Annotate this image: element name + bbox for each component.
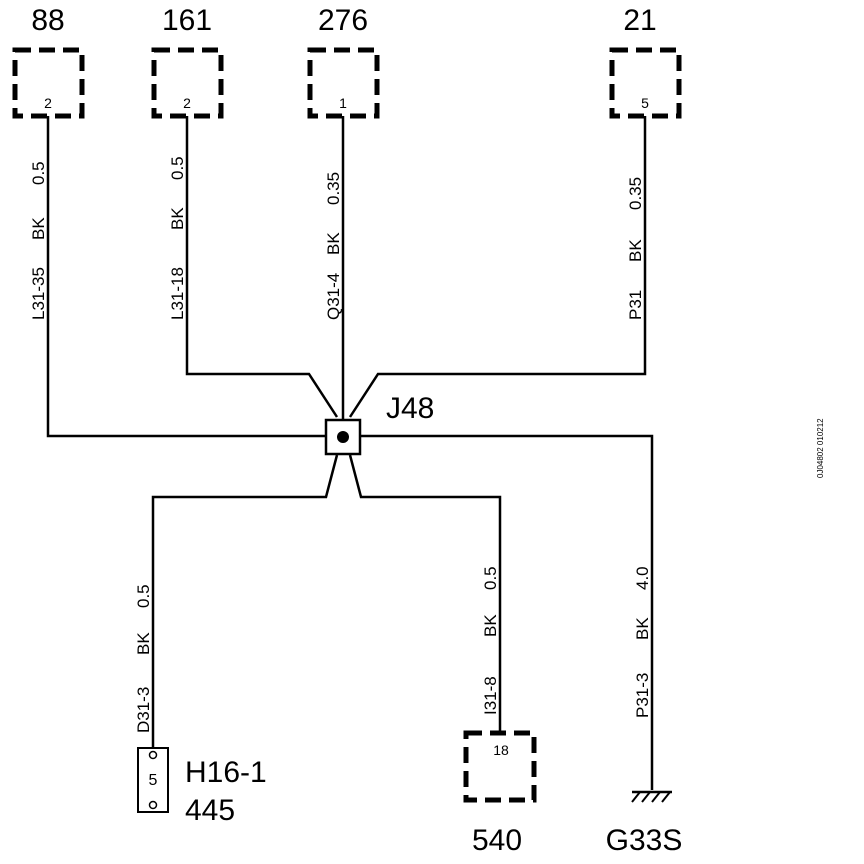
connector-161-pin: 2	[183, 95, 191, 111]
wire-color-d31-3: BK	[134, 632, 153, 655]
connector-540: 18 540	[463, 730, 537, 857]
wire-size-d31-3: 0.5	[134, 584, 153, 608]
connector-276-label: 276	[318, 4, 368, 37]
wire-color-p31-3: BK	[633, 617, 652, 640]
ground-hatch-1	[631, 791, 641, 803]
connector-21-box	[609, 47, 682, 119]
wire-i31-8	[348, 454, 502, 733]
connector-21: 21 5	[609, 4, 682, 119]
wire-size-l31-18: 0.5	[168, 156, 187, 180]
figure-code: 0J04802 010212	[816, 418, 825, 478]
connector-88-box	[12, 47, 85, 119]
wire-code-d31-3: D31-3	[134, 687, 153, 733]
connector-21-label: 21	[623, 4, 656, 37]
connector-540-label: 540	[472, 824, 522, 857]
wire-code-l31-18: L31-18	[168, 267, 187, 320]
wire-paths	[46, 116, 654, 790]
ground-label: G33S	[606, 824, 683, 857]
connector-88: 88 2	[12, 4, 85, 119]
connector-540-pin: 18	[493, 742, 509, 758]
component-pin-top	[148, 750, 158, 760]
connector-161-box	[151, 47, 224, 119]
ground-hatch-3	[651, 791, 661, 803]
wire-l31-18	[185, 116, 339, 418]
connector-540-box	[463, 730, 537, 803]
wire-l31-35	[46, 116, 326, 438]
wire-size-l31-35: 0.5	[29, 161, 48, 185]
wire-size-q31-4: 0.35	[324, 172, 343, 205]
wire-color-l31-35: BK	[29, 217, 48, 240]
component-pin-label: 5	[149, 772, 158, 789]
wire-size-i31-8: 0.5	[481, 566, 500, 590]
junction-j48: J48	[324, 392, 434, 456]
component-number: 445	[185, 794, 235, 827]
ground-hatch-4	[661, 791, 671, 803]
component-pin-bottom	[148, 800, 158, 810]
wire-color-p31: BK	[626, 239, 645, 262]
connector-276-box	[307, 47, 380, 119]
connector-161: 161 2	[151, 4, 224, 119]
junction-label: J48	[386, 392, 434, 425]
wire-p31-3	[360, 434, 654, 790]
ground-hatch-2	[641, 791, 651, 803]
wire-color-i31-8: BK	[481, 614, 500, 637]
ground-g33s: G33S	[606, 790, 683, 857]
junction-dot	[337, 431, 349, 443]
wire-color-l31-18: BK	[168, 207, 187, 230]
wire-code-p31: P31	[626, 290, 645, 320]
wire-code-p31-3: P31-3	[633, 673, 652, 718]
wire-code-q31-4: Q31-4	[324, 273, 343, 320]
wire-code-i31-8: I31-8	[481, 676, 500, 715]
wire-size-p31: 0.35	[626, 177, 645, 210]
connector-88-label: 88	[31, 4, 64, 37]
wire-color-q31-4: BK	[324, 232, 343, 255]
connector-276-pin: 1	[339, 95, 347, 111]
wire-d31-3	[151, 454, 339, 748]
component-h16-1: 5 H16-1 445	[137, 747, 267, 827]
connector-88-pin: 2	[44, 95, 52, 111]
wire-code-l31-35: L31-35	[29, 267, 48, 320]
connector-276: 276 1	[307, 4, 380, 119]
connector-161-label: 161	[162, 4, 212, 37]
connector-21-pin: 5	[641, 95, 649, 111]
component-label: H16-1	[185, 756, 267, 789]
wire-size-p31-3: 4.0	[633, 566, 652, 590]
wire-p31	[348, 116, 647, 418]
